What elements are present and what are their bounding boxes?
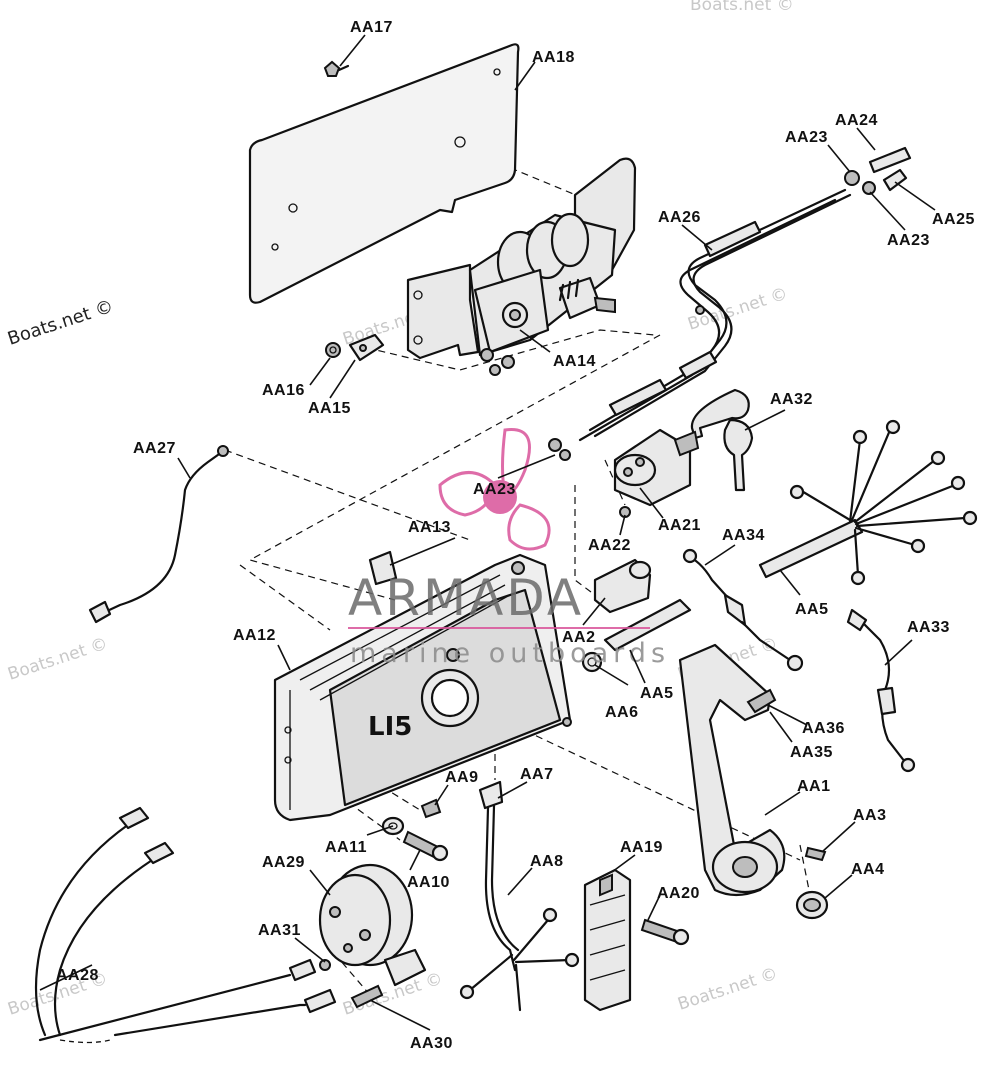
screw-aa20 xyxy=(640,918,690,946)
ignition-keys xyxy=(690,388,754,492)
watermark-main: Boats.net © xyxy=(5,296,116,350)
callout-label: AA24 xyxy=(835,112,878,129)
callout-label: AA23 xyxy=(785,129,828,146)
callout-label: AA3 xyxy=(853,807,887,824)
watermark-faint: Boats.net © xyxy=(690,0,794,15)
callout-label: AA2 xyxy=(562,629,596,646)
callout-label: AA10 xyxy=(407,874,450,891)
sleeves-aa5 xyxy=(603,518,864,652)
callout-label: AA20 xyxy=(657,885,700,902)
callout-label: AA7 xyxy=(520,766,554,783)
callout-label: AA29 xyxy=(262,854,305,871)
callout-label: AA18 xyxy=(532,49,575,66)
logo-tagline: marine outboards xyxy=(350,638,670,669)
callout-label: AA14 xyxy=(553,353,596,370)
callout-label: AA23 xyxy=(887,232,930,249)
callout-label: AA12 xyxy=(233,627,276,644)
callout-label: AA34 xyxy=(722,527,765,544)
callout-label: AA26 xyxy=(658,209,701,226)
control-lever xyxy=(678,643,786,897)
callout-label: AA5 xyxy=(795,601,829,618)
callout-label: AA9 xyxy=(445,769,479,786)
logo-name: ARMADA xyxy=(348,569,584,627)
callout-label: AA36 xyxy=(802,720,845,737)
housing-plate-text: LI5 xyxy=(368,712,412,742)
wire-aa27 xyxy=(88,445,229,624)
terminal-block xyxy=(583,868,632,1012)
screw-aa17 xyxy=(323,60,350,77)
callout-label: AA33 xyxy=(907,619,950,636)
cap-aa4 xyxy=(795,890,829,920)
gauge-meter xyxy=(318,863,427,987)
screw-aa10 xyxy=(402,830,449,862)
callout-label: AA5 xyxy=(640,685,674,702)
callout-label: AA15 xyxy=(308,400,351,417)
callout-label: AA13 xyxy=(408,519,451,536)
watermark-faint: Boats.net © xyxy=(5,634,110,685)
callout-label: AA32 xyxy=(770,391,813,408)
callout-label: AA19 xyxy=(620,839,663,856)
callout-label: AA25 xyxy=(932,211,975,228)
cable-end-parts xyxy=(548,146,912,461)
shift-mechanism xyxy=(406,157,637,376)
callout-labels: AA17 AA18 AA24 AA23 AA25 AA23 AA26 AA14 … xyxy=(56,19,975,1052)
callout-label: AA23 xyxy=(473,481,516,498)
callout-label: AA1 xyxy=(797,778,831,795)
wire-aa28 xyxy=(34,806,337,1044)
callout-label: AA27 xyxy=(133,440,176,457)
callout-label: AA11 xyxy=(325,839,367,856)
callout-label: AA35 xyxy=(790,744,833,761)
armada-logo: ARMADA marine outboards xyxy=(348,428,670,669)
callout-label: AA8 xyxy=(530,853,564,870)
mounting-plate xyxy=(248,43,520,304)
lock-plate-aa15 xyxy=(348,333,385,362)
lanyard-aa34 xyxy=(682,548,804,672)
callout-label: AA6 xyxy=(605,704,639,721)
callout-label: AA16 xyxy=(262,382,305,399)
wire-harness xyxy=(789,419,978,586)
leader-lines xyxy=(39,34,936,1031)
callout-label: AA21 xyxy=(658,517,701,534)
callout-label: AA17 xyxy=(350,19,393,36)
control-box-housing: LI5 xyxy=(273,550,572,822)
wire-aa33 xyxy=(846,608,916,773)
watermark-faint: Boats.net © xyxy=(675,964,780,1015)
nut-aa16 xyxy=(325,342,341,358)
screw-aa3 xyxy=(804,846,827,862)
callout-label: AA4 xyxy=(851,861,885,878)
callout-label: AA30 xyxy=(410,1035,453,1052)
trim-switch xyxy=(593,558,652,614)
screw-aa30 xyxy=(350,984,384,1009)
control-cables xyxy=(578,188,852,442)
callout-label: AA22 xyxy=(588,537,631,554)
ignition-switch xyxy=(613,428,700,518)
wire-harness-aa8 xyxy=(459,780,580,1012)
callout-label: AA28 xyxy=(56,967,99,984)
callout-label: AA31 xyxy=(258,922,301,939)
